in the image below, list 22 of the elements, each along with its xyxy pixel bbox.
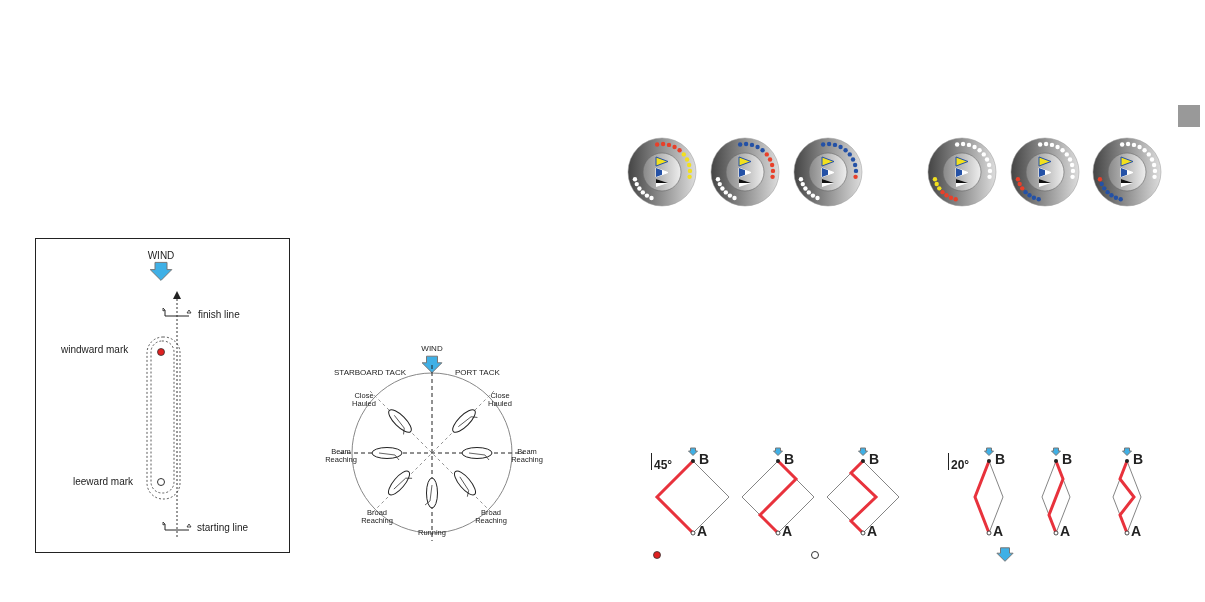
point-label: A <box>867 524 878 540</box>
point-label: A <box>1131 524 1142 540</box>
wind-label: WIND <box>147 250 175 261</box>
line-label: finish line <box>198 309 240 320</box>
tack-label: PORT TACK <box>455 369 500 378</box>
point-label: A <box>993 524 1004 540</box>
point-label: B <box>1133 452 1144 468</box>
point-label: B <box>699 452 710 468</box>
tack-label: STARBOARD TACK <box>334 369 406 378</box>
mark-label: windward mark <box>61 344 129 355</box>
wind-label: WIND <box>421 345 443 354</box>
angle-label: 45° <box>654 459 673 473</box>
point-label: A <box>1060 524 1071 540</box>
point-label: A <box>782 524 793 540</box>
point-label: B <box>784 452 795 468</box>
point-label: B <box>869 452 880 468</box>
line-label: starting line <box>197 522 249 533</box>
angle-label: 20° <box>951 459 970 473</box>
point-label: B <box>1062 452 1073 468</box>
point-label: A <box>697 524 708 540</box>
mark-label: leeward mark <box>73 476 134 487</box>
point-label: B <box>995 452 1006 468</box>
